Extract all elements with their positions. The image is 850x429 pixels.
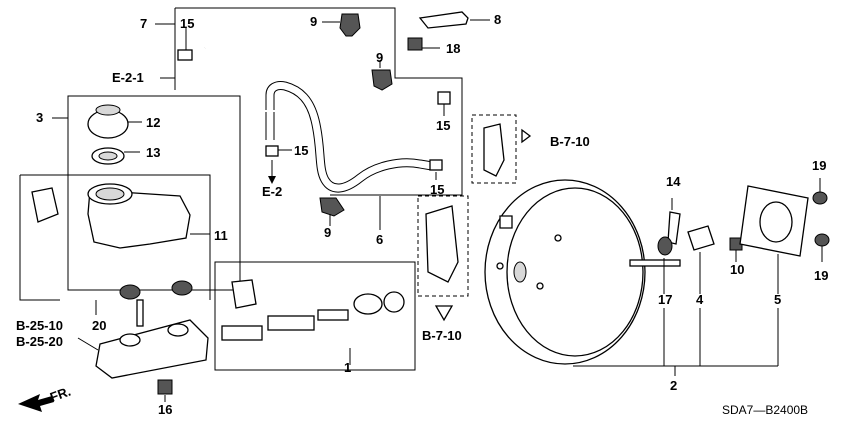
- nut: [157, 379, 173, 395]
- joint: [687, 225, 715, 251]
- fr-arrow-icon: [18, 394, 54, 412]
- part-number: 15: [180, 16, 194, 31]
- part-number: 13: [146, 145, 160, 160]
- part-number: 4: [696, 292, 704, 307]
- part-number: 17: [658, 292, 672, 307]
- bolt: [407, 37, 423, 51]
- part-number: 11: [214, 228, 228, 243]
- vacuum-hose-group: [155, 7, 490, 230]
- part-number: 15: [294, 143, 308, 158]
- hose-clip: [177, 49, 193, 61]
- part-number: 19: [814, 268, 828, 283]
- part-number: 16: [158, 402, 172, 417]
- ref-b-25-20[interactable]: B-25-20: [16, 334, 63, 349]
- diagram-code: SDA7—B2400B: [722, 403, 808, 417]
- booster-small-parts: [657, 178, 830, 366]
- part-number: 5: [774, 292, 781, 307]
- caution-label: [231, 279, 257, 309]
- part-number: 20: [92, 318, 106, 333]
- nut: [657, 236, 673, 256]
- part-number: 1: [344, 360, 351, 375]
- part-number: 19: [812, 158, 826, 173]
- hose-bracket: [418, 11, 469, 29]
- part-number: 6: [376, 232, 383, 247]
- hose-clip: [265, 145, 279, 157]
- part-number: 12: [146, 115, 160, 130]
- hose-clamp: [339, 13, 361, 37]
- part-number: 9: [324, 225, 331, 240]
- part-number: 10: [730, 262, 744, 277]
- hose-clip: [429, 159, 443, 171]
- part-number: 2: [670, 378, 677, 393]
- part-number: 9: [310, 14, 317, 29]
- caution-label: [31, 187, 59, 223]
- ref-b-25-10[interactable]: B-25-10: [16, 318, 63, 333]
- part-number: 8: [494, 12, 501, 27]
- ref-b-7-10-top[interactable]: B-7-10: [550, 134, 590, 149]
- master-cylinder-body: [95, 319, 209, 379]
- master-cylinder-kit: [77, 261, 416, 402]
- hose-clip: [437, 91, 451, 105]
- part-number: 15: [436, 118, 450, 133]
- part-number: 3: [36, 110, 43, 125]
- part-number: 15: [430, 182, 444, 197]
- bracket-group: [417, 114, 532, 322]
- master-cylinder-group: [52, 95, 241, 327]
- brake-booster: [484, 179, 778, 376]
- part-number: 7: [140, 16, 147, 31]
- ref-e-2[interactable]: E-2: [262, 184, 282, 199]
- part-number: 14: [666, 174, 681, 189]
- part-number: 9: [376, 50, 383, 65]
- ref-e-2-1[interactable]: E-2-1: [112, 70, 144, 85]
- hose-clamp: [371, 69, 393, 91]
- fr-label: FR.: [48, 384, 73, 405]
- part-number: 18: [446, 41, 460, 56]
- hose-clamp: [319, 197, 345, 217]
- ref-b-7-10-bottom[interactable]: B-7-10: [422, 328, 462, 343]
- caution-label-group: [19, 174, 257, 315]
- pin: [667, 211, 681, 245]
